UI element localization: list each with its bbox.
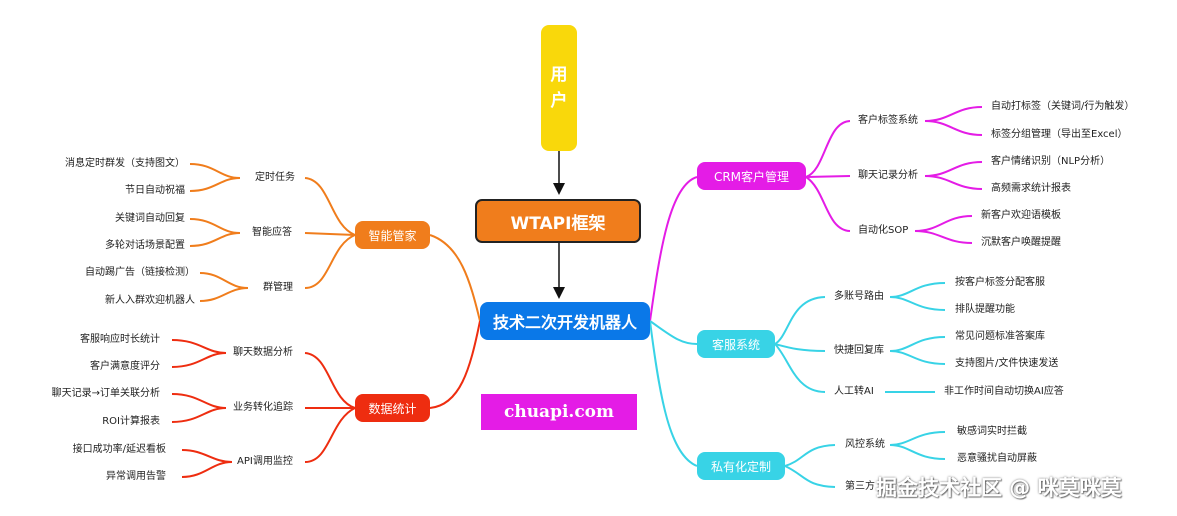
leaf-label: 高频需求统计报表 [991,183,1071,194]
leaf-label: 聊天记录→订单关联分析 [51,388,160,399]
branch-private: 私有化定制 [697,452,785,480]
leaf-label: 新客户欢迎语模板 [981,210,1061,221]
group-label: 第三方 [845,481,875,492]
group-label: 人工转AI [834,386,874,397]
branch-smart-manager: 智能管家 [355,221,430,249]
leaf-label: 节日自动祝福 [125,185,185,196]
leaf-label: ROI计算报表 [102,416,160,427]
leaf-label: 常见问题标准答案库 [955,331,1045,342]
group-label: 客户标签系统 [858,115,918,126]
leaf-label: 支持图片/文件快速发送 [955,358,1059,369]
group-label: API调用监控 [237,456,293,467]
link-center-smart [429,234,481,322]
branch-service-label: 客服系统 [711,337,760,352]
site-banner-label: chuapi.com [503,402,615,422]
user-node-char: 户 [550,91,568,111]
watermark-text: 掘金技术社区 @ 咪莫咪莫 [876,476,1122,500]
leaf-label: 标签分组管理（导出至Excel） [991,129,1128,140]
leaf-label: 客服响应时长统计 [80,334,160,345]
leaf-label: 敏感词实时拦截 [957,426,1027,437]
group-label: 定时任务 [255,172,295,183]
link-center-stats [429,320,481,409]
group-label: 聊天数据分析 [233,347,293,358]
leaf-label: 自动打标签（关键词/行为触发） [991,101,1135,112]
leaf-label: 多轮对话场景配置 [105,240,185,251]
branch-data-stats: 数据统计 [355,394,430,422]
link-center-private [649,320,698,467]
leaf-label: 按客户标签分配客服 [955,277,1045,288]
center-node: 技术二次开发机器人 [480,302,650,340]
leaf-label: 自动踢广告（链接检测） [85,267,195,278]
leaf-label: 恶意骚扰自动屏蔽 [957,453,1037,464]
leaf-label: 异常调用告警 [106,471,166,482]
branch-crm: CRM客户管理 [697,162,806,190]
site-banner: chuapi.com [481,394,637,430]
group-label: 风控系统 [845,439,885,450]
leaf-label: 排队提醒功能 [955,304,1015,315]
leaf-label: 客户情绪识别（NLP分析） [991,156,1111,167]
group-label: 快捷回复库 [834,345,884,356]
branch-crm-label: CRM客户管理 [713,169,790,184]
user-node-label: 用户 [551,62,568,114]
user-node: 用户 [541,25,577,151]
leaf-label: 沉默客户唤醒提醒 [981,237,1061,248]
group-label: 聊天记录分析 [858,170,918,181]
group-label: 智能应答 [252,227,292,238]
branch-data-stats-label: 数据统计 [368,401,417,416]
group-label: 多账号路由 [834,291,884,302]
group-label: 业务转化追踪 [233,402,293,413]
leaf-label: 接口成功率/延迟看板 [72,444,166,455]
leaf-label: 消息定时群发（支持图文） [65,158,185,169]
link-center-service [649,320,698,345]
leaf-label: 非工作时间自动切换AI应答 [944,386,1064,397]
link-center-crm [649,176,698,322]
branch-service: 客服系统 [697,330,775,358]
user-node-char: 用 [550,65,568,85]
center-node-label: 技术二次开发机器人 [492,313,637,332]
branch-smart-manager-label: 智能管家 [368,228,417,243]
framework-node: WTAPI框架 [475,199,641,243]
group-label: 自动化SOP [858,225,909,236]
group-label: 群管理 [263,282,293,293]
framework-node-label: WTAPI框架 [510,213,606,234]
leaf-label: 关键词自动回复 [115,213,185,224]
branch-private-label: 私有化定制 [710,459,771,474]
leaf-label: 新人入群欢迎机器人 [105,295,195,306]
leaf-label: 客户满意度评分 [90,361,160,372]
